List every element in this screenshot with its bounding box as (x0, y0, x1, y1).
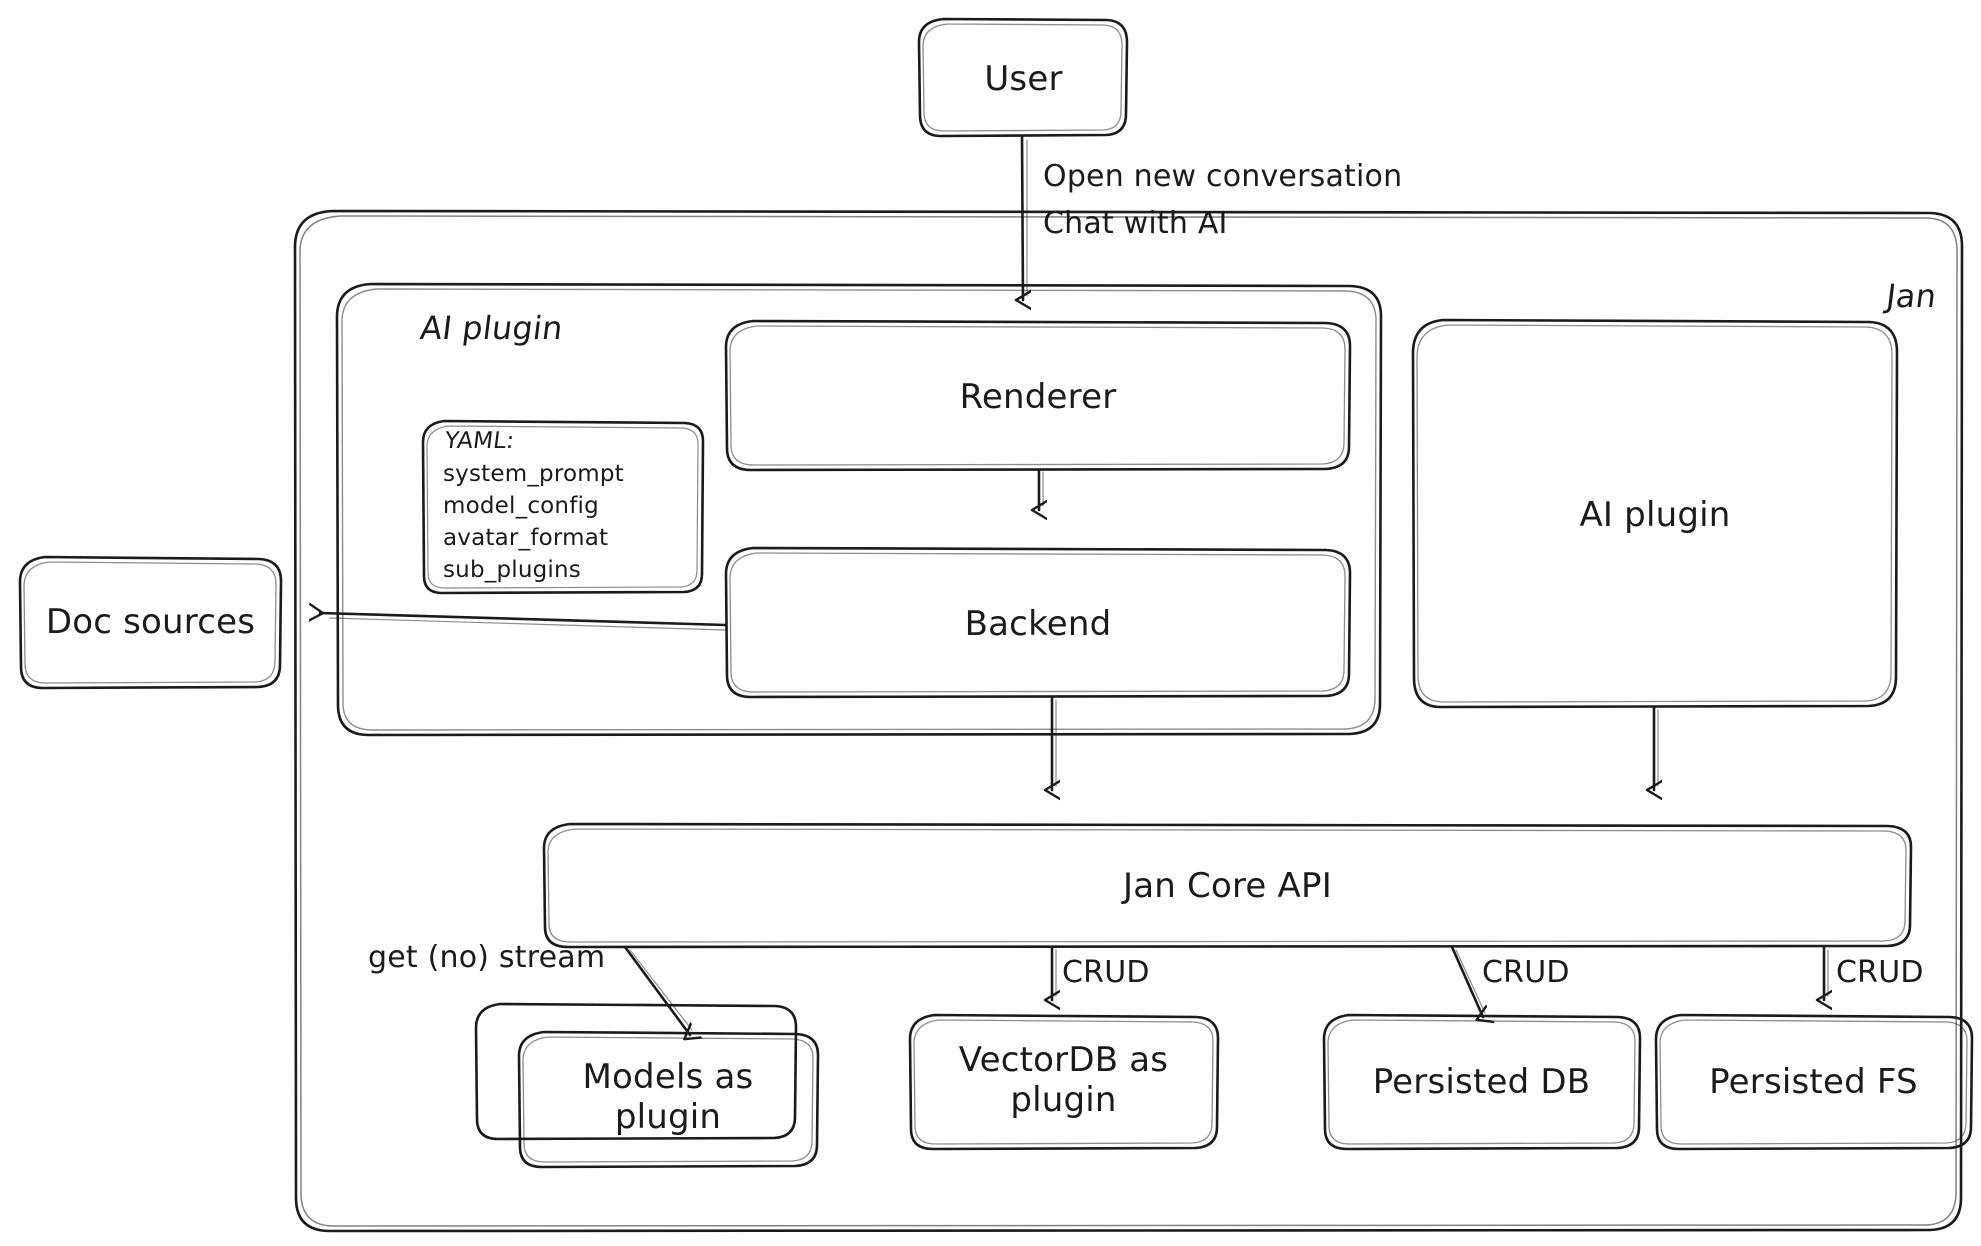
node-persisted-fs-label: Persisted FS (1709, 1062, 1918, 1102)
node-ai-plugin-label: AI plugin (1579, 495, 1731, 535)
edge-ai-plugin-to-core (1654, 705, 1658, 790)
yaml-card-line-3: sub_plugins (443, 557, 581, 583)
edge-label-core-to-models: get (no) stream (368, 940, 606, 975)
node-user-label: User (984, 59, 1063, 99)
node-vectordb-as-plugin-label: VectorDB as plugin (958, 1040, 1169, 1121)
edge-core-to-models (623, 945, 692, 1035)
node-persisted-db-label: Persisted DB (1372, 1062, 1591, 1102)
node-user[interactable] (917, 17, 1129, 138)
edge-label-core-to-persisted-fs: CRUD (1836, 955, 1924, 990)
node-ai-plugin[interactable] (1411, 318, 1899, 709)
container-ai-plugin-group (335, 282, 1383, 737)
edge-label-core-to-vectordb: CRUD (1062, 955, 1150, 990)
node-yaml-card (421, 419, 705, 595)
node-vectordb-as-plugin[interactable] (908, 1013, 1220, 1151)
node-persisted-fs[interactable] (1654, 1013, 1974, 1151)
node-backend[interactable] (724, 546, 1352, 699)
edge-label-core-to-persisted-db: CRUD (1482, 955, 1570, 990)
edge-label-user-to-renderer-line1: Open new conversation (1043, 159, 1403, 194)
edge-label-user-to-renderer-line2: Chat with AI (1043, 206, 1228, 241)
edge-core-to-persisted-fs (1824, 945, 1828, 1000)
edge-backend-to-core (1052, 695, 1056, 790)
yaml-card-line-0: system_prompt (443, 461, 624, 487)
node-jan-core-api[interactable] (542, 822, 1913, 949)
edge-renderer-to-backend (1039, 468, 1043, 510)
node-persisted-db[interactable] (1322, 1013, 1642, 1151)
node-jan-core-api-label: Jan Core API (1123, 866, 1332, 906)
node-renderer-label: Renderer (959, 377, 1117, 417)
yaml-card-title: YAML: (443, 428, 516, 454)
node-doc-sources[interactable] (18, 555, 283, 690)
edge-user-to-renderer (1022, 134, 1027, 300)
node-models-as-plugin[interactable] (517, 1030, 820, 1169)
yaml-card-line-1: model_config (443, 493, 599, 519)
node-models-as-plugin-backdrop (474, 1002, 798, 1141)
node-backend-label: Backend (964, 604, 1112, 644)
yaml-card-line-2: avatar_format (443, 525, 609, 551)
node-models-as-plugin-label: Models as plugin (582, 1057, 754, 1138)
edge-backend-to-doc-sources (320, 613, 728, 631)
node-renderer[interactable] (724, 319, 1352, 472)
node-doc-sources-label: Doc sources (45, 602, 256, 642)
container-jan-label: Jan (1884, 277, 1939, 315)
edge-core-to-vectordb (1052, 945, 1056, 1000)
edge-core-to-persisted-db (1450, 945, 1485, 1017)
container-ai-plugin-group-label: AI plugin (418, 309, 566, 347)
container-jan (293, 209, 1964, 1233)
